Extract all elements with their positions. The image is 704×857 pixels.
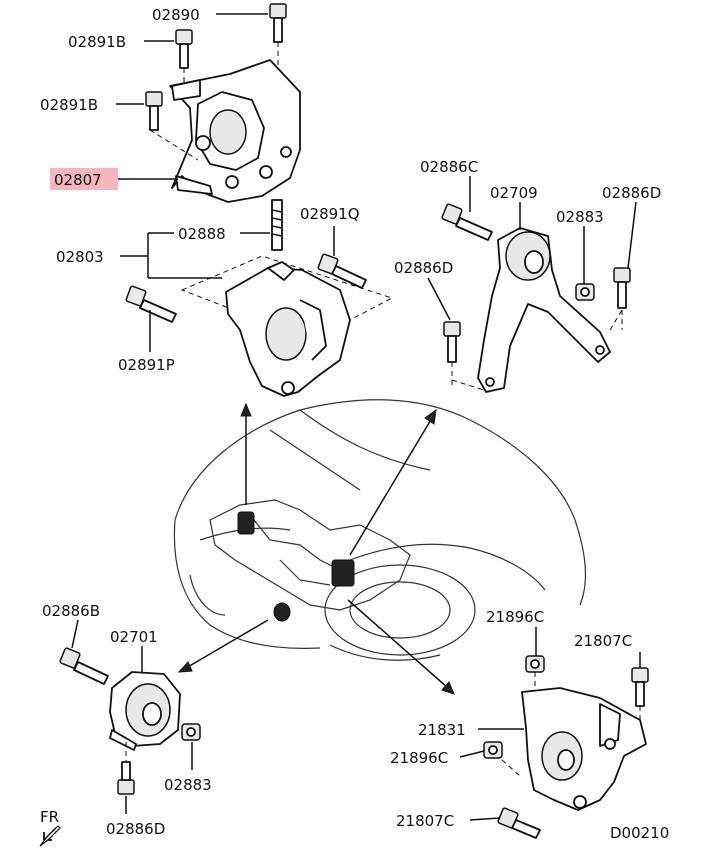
label-02803[interactable]: 02803	[56, 248, 104, 266]
bolt-21807c-lower	[497, 807, 541, 839]
nut-02883-upper	[575, 283, 595, 301]
label-02890[interactable]: 02890	[152, 6, 200, 24]
bolt-02886d-right	[613, 267, 631, 330]
bolt-02891b-upper	[175, 29, 193, 90]
stud-02888	[271, 199, 283, 251]
label-02709[interactable]: 02709	[490, 184, 538, 202]
label-02891b-upper[interactable]: 02891B	[68, 33, 126, 51]
label-02883-lower[interactable]: 02883	[164, 776, 212, 794]
front-indicator: FR	[39, 808, 61, 847]
label-21807c-upper[interactable]: 21807C	[574, 632, 632, 650]
label-02886d-left[interactable]: 02886D	[394, 259, 453, 277]
label-21831[interactable]: 21831	[418, 721, 466, 739]
label-21807c-lower[interactable]: 21807C	[396, 812, 454, 830]
label-21896c-upper[interactable]: 21896C	[486, 608, 544, 626]
label-02886d-lower[interactable]: 02886D	[106, 820, 165, 838]
bolt-02891p	[125, 285, 177, 323]
arrow-down-left-icon	[39, 825, 61, 847]
reference-code: D00210	[610, 824, 669, 842]
label-02701[interactable]: 02701	[110, 628, 158, 646]
bolt-02891q	[317, 253, 367, 289]
nut-21896c-lower	[483, 741, 521, 777]
label-02886d-right[interactable]: 02886D	[602, 184, 661, 202]
bracket-02803	[180, 255, 394, 397]
mount-02701	[109, 671, 181, 751]
mount-02807	[149, 59, 301, 203]
part-labels: 02890 02891B 02891B 02807 02888 02803 02…	[40, 6, 661, 838]
label-02891b-lower[interactable]: 02891B	[40, 96, 98, 114]
label-02886b[interactable]: 02886B	[42, 602, 100, 620]
label-02883-upper[interactable]: 02883	[556, 208, 604, 226]
label-02888[interactable]: 02888	[178, 225, 226, 243]
right-mount-assembly	[441, 203, 631, 393]
leader-lines	[71, 13, 641, 821]
label-02891q[interactable]: 02891Q	[300, 205, 360, 223]
label-21896c-lower[interactable]: 21896C	[390, 749, 448, 767]
mount-21831	[521, 687, 647, 811]
mount-02709	[451, 227, 623, 393]
label-02891p[interactable]: 02891P	[118, 356, 175, 374]
bolt-02891b-lower	[145, 91, 163, 131]
fr-label: FR	[40, 808, 59, 826]
label-02886c[interactable]: 02886C	[420, 158, 478, 176]
transmission-mount-assembly	[483, 655, 649, 839]
bolt-02886d-left	[443, 321, 461, 386]
highlight-02807	[50, 168, 118, 190]
label-02807[interactable]: 02807	[54, 171, 102, 189]
bolt-02890	[269, 3, 287, 92]
location-arrows	[177, 402, 455, 695]
nut-02883-lower	[181, 723, 201, 741]
bolt-02886c	[441, 203, 493, 241]
upper-mount-assembly	[125, 3, 394, 397]
bolt-02886d-lower	[117, 742, 135, 795]
left-mount-assembly	[59, 647, 201, 795]
bolt-02886b	[59, 647, 109, 685]
vehicle-outline	[173, 399, 587, 661]
